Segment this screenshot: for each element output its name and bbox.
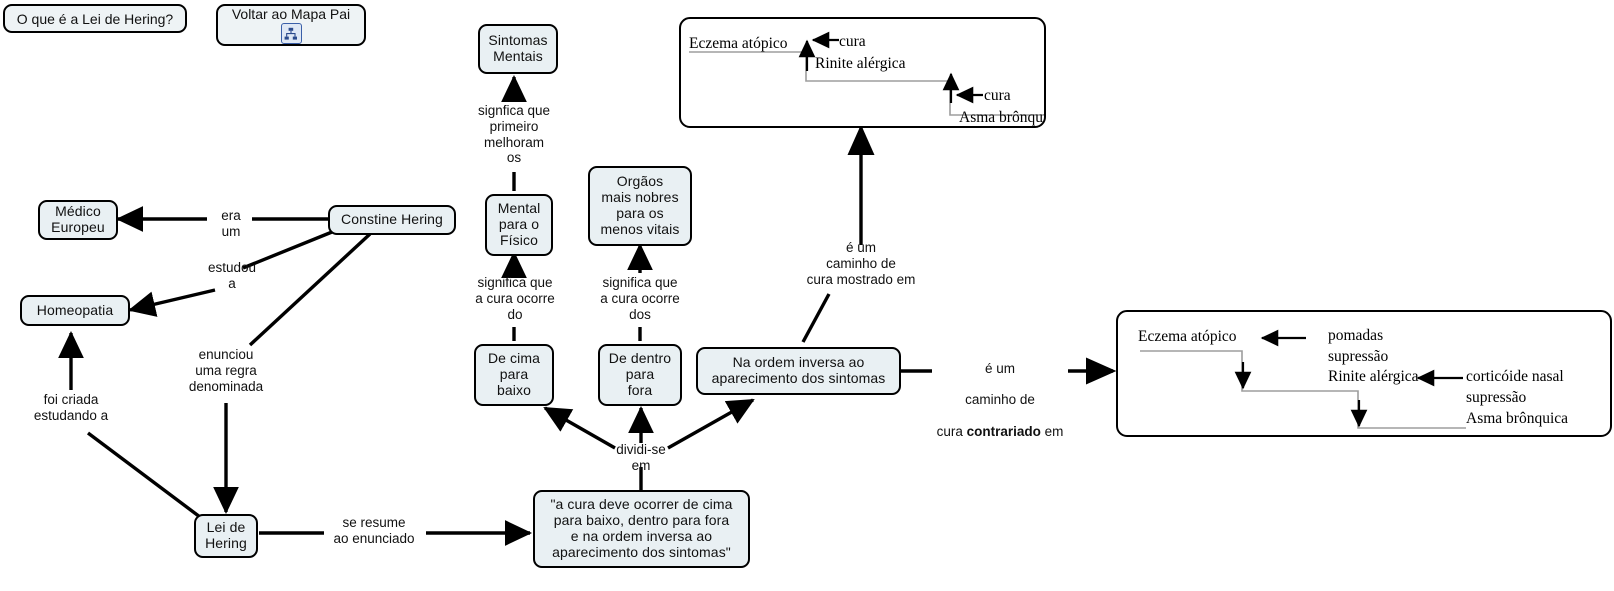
link-label-caminho-contrariado: é um caminho de cura contrariado em bbox=[930, 345, 1070, 440]
link-label-significa-cura-dos: significa que a cura ocorre dos bbox=[600, 275, 680, 322]
link-label-caminho-contrariado-line3b: contrariado bbox=[966, 423, 1041, 439]
parent-map-button-label: Voltar ao Mapa Pai bbox=[231, 6, 351, 22]
cure-disease-1: Eczema atópico bbox=[689, 35, 788, 52]
suppression-agent-1: pomadas bbox=[1328, 327, 1384, 344]
node-constine-hering[interactable]: Constine Hering bbox=[328, 205, 456, 235]
link-label-era-um: era um bbox=[221, 208, 241, 239]
suppression-disease-2: Rinite alérgica bbox=[1328, 368, 1419, 385]
question-button-label: O que é a Lei de Hering? bbox=[16, 10, 174, 27]
suppression-diagram-box[interactable]: Eczema atópico pomadas supressão Rinite … bbox=[1116, 310, 1612, 437]
node-lei-de-hering-label: Lei de Hering bbox=[205, 519, 247, 551]
link-label-se-resume: se resume ao enunciado bbox=[333, 515, 415, 546]
node-homeopatia[interactable]: Homeopatia bbox=[20, 295, 130, 326]
link-label-dividi-se-em: dividi-se em bbox=[616, 442, 666, 473]
node-mental-para-fisico[interactable]: Mental para o Físico bbox=[485, 194, 553, 256]
node-orgaos-mais-nobres[interactable]: Orgãos mais nobres para os menos vitais bbox=[588, 166, 692, 246]
suppression-diagram-graphic bbox=[1140, 329, 1466, 429]
link-label-enunciou: enunciou uma regra denominada bbox=[188, 347, 264, 394]
cure-disease-3: Asma brônquica bbox=[959, 109, 1044, 126]
node-de-dentro-para-fora-label: De dentro para fora bbox=[608, 350, 672, 398]
suppression-agent-2: corticóide nasal bbox=[1466, 368, 1564, 385]
node-homeopatia-label: Homeopatia bbox=[36, 301, 114, 318]
node-de-dentro-para-fora[interactable]: De dentro para fora bbox=[598, 344, 682, 406]
concept-map-icon[interactable] bbox=[280, 23, 302, 44]
suppression-disease-1: Eczema atópico bbox=[1138, 328, 1237, 345]
node-enunciado[interactable]: "a cura deve ocorrer de cima para baixo,… bbox=[533, 490, 750, 568]
node-constine-hering-label: Constine Hering bbox=[341, 211, 443, 228]
link-label-caminho-contrariado-line1: é um bbox=[984, 360, 1015, 376]
node-medico-europeu[interactable]: Médico Europeu bbox=[38, 200, 118, 240]
concept-map-icon-glyph bbox=[284, 27, 297, 40]
node-sintomas-mentais-label: Sintomas Mentais bbox=[488, 32, 548, 64]
parent-map-button[interactable]: Voltar ao Mapa Pai bbox=[216, 4, 366, 46]
question-button[interactable]: O que é a Lei de Hering? bbox=[3, 4, 187, 33]
link-label-significa-cura-do: significa que a cura ocorre do bbox=[475, 275, 555, 322]
node-mental-para-fisico-label: Mental para o Físico bbox=[497, 200, 541, 248]
link-label-caminho-contrariado-line2: caminho de bbox=[965, 392, 1035, 408]
cure-disease-2: Rinite alérgica bbox=[815, 55, 906, 72]
link-label-caminho-contrariado-line3c: em bbox=[1040, 423, 1064, 439]
cure-diagram-graphic bbox=[689, 31, 1044, 116]
node-lei-de-hering[interactable]: Lei de Hering bbox=[194, 514, 258, 558]
suppression-disease-3: Asma brônquica bbox=[1466, 410, 1569, 427]
link-label-caminho-contrariado-line3a: cura bbox=[936, 423, 967, 439]
link-label-caminho-mostrado: é um caminho de cura mostrado em bbox=[806, 240, 916, 287]
link-label-estudou-a: estudou a bbox=[207, 260, 257, 291]
node-medico-europeu-label: Médico Europeu bbox=[51, 203, 105, 235]
link-label-foi-criada: foi criada estudando a bbox=[33, 392, 109, 423]
node-orgaos-mais-nobres-label: Orgãos mais nobres para os menos vitais bbox=[600, 173, 680, 237]
node-de-cima-para-baixo-label: De cima para baixo bbox=[487, 350, 541, 398]
node-de-cima-para-baixo[interactable]: De cima para baixo bbox=[474, 344, 554, 406]
link-label-signfica-primeiro: signfica que primeiro melhoram os bbox=[477, 103, 551, 166]
suppression-effect-1: supressão bbox=[1328, 348, 1389, 365]
node-sintomas-mentais[interactable]: Sintomas Mentais bbox=[478, 24, 558, 74]
node-ordem-inversa-label: Na ordem inversa ao aparecimento dos sin… bbox=[711, 354, 886, 386]
cure-diagram-box[interactable]: Eczema atópico cura Rinite alérgica cura… bbox=[679, 17, 1046, 128]
cure-agent-1: cura bbox=[839, 33, 866, 50]
cure-agent-2: cura bbox=[984, 87, 1011, 104]
suppression-effect-2: supressão bbox=[1466, 389, 1527, 406]
node-ordem-inversa[interactable]: Na ordem inversa ao aparecimento dos sin… bbox=[696, 347, 901, 395]
node-enunciado-label: "a cura deve ocorrer de cima para baixo,… bbox=[550, 496, 733, 560]
